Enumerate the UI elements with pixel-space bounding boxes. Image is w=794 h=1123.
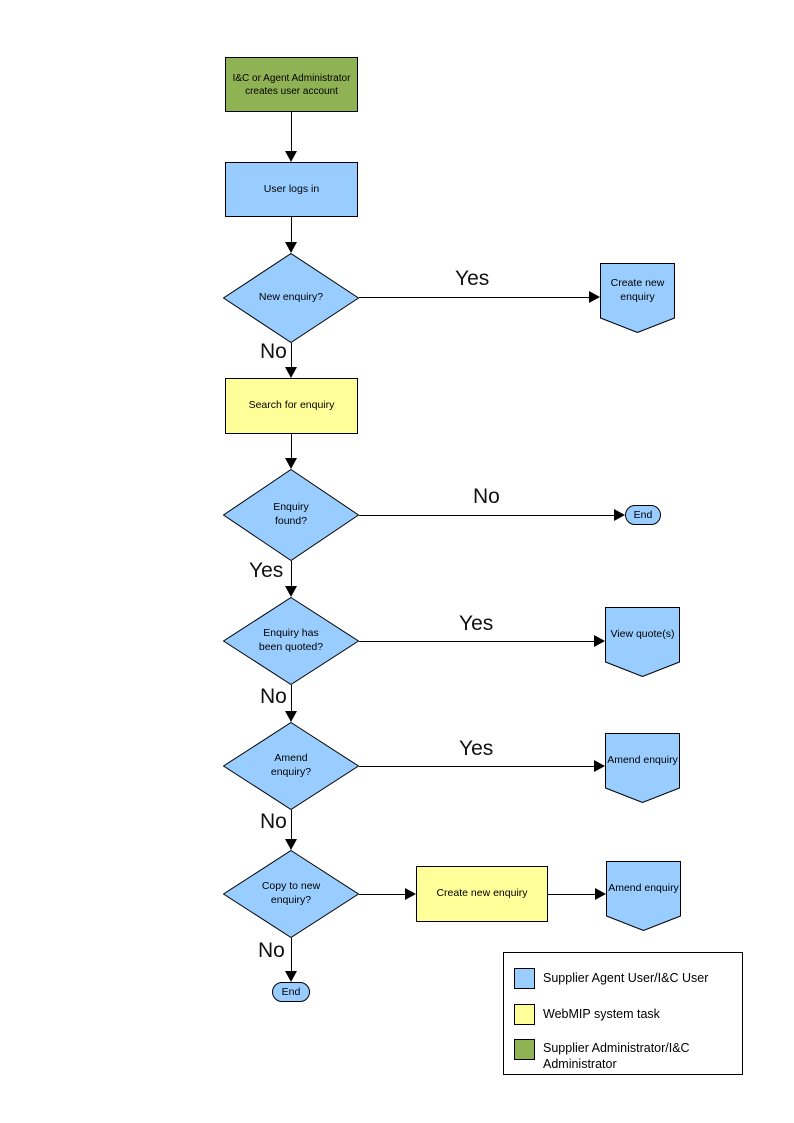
node-label: Amend enquiry bbox=[607, 753, 678, 766]
arrowhead-right-icon bbox=[594, 760, 605, 772]
arrowhead-down-icon bbox=[285, 242, 297, 253]
connector-line bbox=[359, 894, 405, 895]
connector-line bbox=[291, 217, 292, 242]
node-enquiry-found-decision: Enquiry found? bbox=[223, 469, 359, 561]
node-label: View quote(s) bbox=[610, 627, 675, 640]
node-view-quotes-offpage: View quote(s) bbox=[605, 607, 680, 677]
arrowhead-down-icon bbox=[285, 971, 297, 982]
connector-line bbox=[291, 685, 292, 711]
edge-label-no: No bbox=[473, 485, 500, 508]
node-amend-enquiry-decision: Amend enquiry? bbox=[223, 722, 359, 810]
connector-line bbox=[548, 894, 595, 895]
node-label: enquiry? bbox=[270, 894, 312, 906]
node-amend-enquiry-offpage-2: Amend enquiry bbox=[606, 861, 681, 931]
connector-line bbox=[359, 766, 594, 767]
node-label: been quoted? bbox=[258, 641, 324, 653]
diamond-shape bbox=[223, 469, 359, 561]
arrowhead-down-icon bbox=[285, 458, 297, 469]
edge-label-yes: Yes bbox=[249, 559, 284, 582]
node-label: Search for enquiry bbox=[248, 399, 335, 412]
node-label: New enquiry? bbox=[258, 291, 324, 304]
legend-swatch-blue bbox=[514, 968, 535, 989]
node-admin-creates-account: I&C or Agent Administrator creates user … bbox=[225, 57, 358, 112]
offpage-shape bbox=[605, 607, 680, 677]
arrowhead-right-icon bbox=[589, 291, 600, 303]
connector-line bbox=[359, 641, 594, 642]
diamond-shape bbox=[223, 597, 359, 685]
edge-label-no: No bbox=[260, 685, 287, 708]
connector-line bbox=[291, 561, 292, 586]
node-search-for-enquiry: Search for enquiry bbox=[225, 378, 358, 434]
diamond-shape bbox=[223, 253, 359, 343]
node-amend-enquiry-offpage-1: Amend enquiry bbox=[605, 733, 680, 803]
connector-line bbox=[291, 810, 292, 839]
offpage-shape bbox=[605, 733, 680, 803]
connector-line bbox=[291, 112, 292, 151]
connector-line bbox=[359, 515, 614, 516]
node-label: User logs in bbox=[263, 182, 320, 195]
node-end-terminator-2: End bbox=[272, 982, 310, 1002]
arrowhead-down-icon bbox=[285, 586, 297, 597]
legend-label-blue: Supplier Agent User/I&C User bbox=[543, 971, 709, 985]
legend-swatch-yellow bbox=[514, 1004, 535, 1025]
edge-label-yes: Yes bbox=[455, 267, 490, 290]
edge-label-yes: Yes bbox=[459, 612, 494, 635]
connector-line bbox=[291, 434, 292, 458]
arrowhead-down-icon bbox=[285, 367, 297, 378]
node-label: End bbox=[633, 509, 653, 521]
legend-label-yellow: WebMIP system task bbox=[543, 1007, 660, 1021]
connector-line bbox=[291, 938, 292, 971]
arrowhead-down-icon bbox=[285, 151, 297, 162]
node-copy-to-new-enquiry-decision: Copy to new enquiry? bbox=[223, 850, 359, 938]
offpage-shape bbox=[600, 263, 675, 333]
arrowhead-right-icon bbox=[594, 635, 605, 647]
offpage-shape bbox=[606, 861, 681, 931]
node-label: Enquiry has bbox=[263, 627, 319, 640]
node-label: Amend bbox=[274, 752, 308, 765]
node-label: Enquiry bbox=[273, 501, 309, 514]
edge-label-no: No bbox=[260, 340, 287, 363]
node-label: Create new bbox=[610, 276, 665, 289]
node-label: enquiry? bbox=[270, 766, 312, 778]
arrowhead-down-icon bbox=[285, 839, 297, 850]
legend-label-green: Supplier Administrator/I&C Administrator bbox=[543, 1041, 690, 1071]
diamond-shape bbox=[223, 850, 359, 938]
node-label: Amend enquiry bbox=[608, 881, 679, 894]
edge-label-yes: Yes bbox=[459, 737, 494, 760]
node-label: Create new enquiry bbox=[436, 887, 528, 900]
node-create-new-enquiry-task: Create new enquiry bbox=[416, 866, 548, 922]
edge-label-no: No bbox=[258, 939, 285, 962]
node-label: enquiry bbox=[620, 290, 655, 303]
node-label: I&C or Agent Administrator bbox=[232, 72, 351, 84]
node-label: found? bbox=[274, 515, 308, 527]
arrowhead-right-icon bbox=[614, 509, 625, 521]
arrowhead-down-icon bbox=[285, 711, 297, 722]
node-label: Copy to new bbox=[261, 880, 321, 893]
node-new-enquiry-decision: New enquiry? bbox=[223, 253, 359, 343]
node-enquiry-quoted-decision: Enquiry has been quoted? bbox=[223, 597, 359, 685]
node-end-terminator-1: End bbox=[625, 505, 661, 525]
legend: Supplier Agent User/I&C User WebMIP syst… bbox=[503, 952, 743, 1075]
edge-label-no: No bbox=[260, 810, 287, 833]
node-create-new-enquiry-offpage: Create new enquiry bbox=[600, 263, 675, 333]
connector-line bbox=[291, 343, 292, 367]
diamond-shape bbox=[223, 722, 359, 810]
arrowhead-right-icon bbox=[595, 888, 606, 900]
arrowhead-right-icon bbox=[405, 888, 416, 900]
legend-swatch-green bbox=[514, 1039, 535, 1060]
node-label: creates user account bbox=[245, 85, 338, 97]
connector-line bbox=[359, 297, 589, 298]
node-label: End bbox=[281, 986, 301, 998]
node-user-logs-in: User logs in bbox=[225, 162, 358, 217]
